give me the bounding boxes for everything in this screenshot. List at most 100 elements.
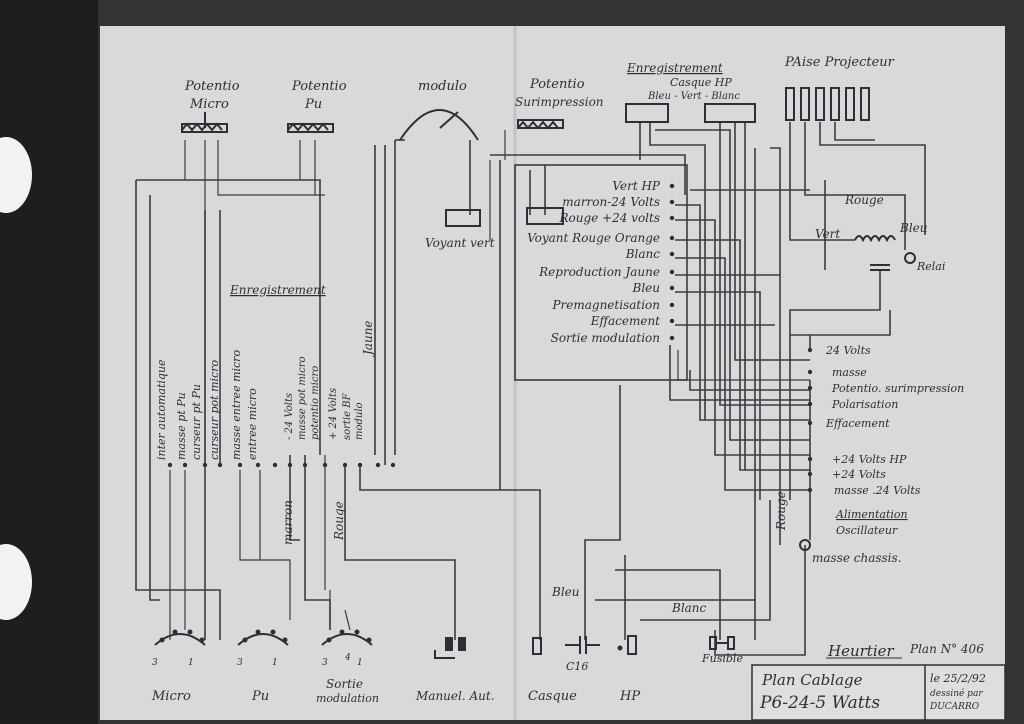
block-label-2: Rouge +24 volts — [558, 211, 660, 225]
pu-pin-1: 1 — [272, 658, 278, 668]
potentio-pu-label-2: Pu — [304, 97, 322, 112]
alim-label-6: +24 Volts — [832, 468, 886, 481]
sortie-pin-3: 3 — [322, 658, 328, 668]
vertical-left-label-1: masse pt Pu — [175, 392, 188, 460]
fusible-label: Fusible — [701, 652, 743, 665]
title-date: le 25/2/92 — [930, 672, 986, 685]
harness-terminal-dot — [357, 462, 363, 468]
enregistrement-left-label: Enregistrement — [229, 283, 326, 297]
bleu-vert-blanc-label: Bleu - Vert - Blanc — [647, 91, 740, 102]
relai-coil-symbol — [854, 235, 916, 271]
masse-chassis-label: masse chassis. — [812, 551, 902, 565]
binder-hole-top — [0, 137, 32, 213]
block-label-9: Sortie modulation — [551, 331, 660, 345]
alim-terminal-dot — [807, 487, 813, 493]
bleu-bottom-label: Bleu — [551, 585, 580, 599]
block-terminal-dot — [669, 183, 675, 189]
harness-terminal-dot — [255, 462, 261, 468]
alim-terminal-dot — [807, 385, 813, 391]
blanc-bottom-label: Blanc — [671, 601, 707, 615]
alim-label-2: Potentio. surimpression — [831, 382, 964, 395]
harness-terminal-dot — [237, 462, 243, 468]
block-label-5: Reproduction Jaune — [538, 265, 660, 279]
rouge-wire-label: Rouge — [844, 193, 884, 207]
potentio-pu-label-1: Potentio — [291, 79, 347, 94]
modulo-meter-symbol — [399, 109, 479, 141]
pu-jack-symbol — [237, 629, 289, 646]
enregistrement-top-label: Enregistrement — [626, 61, 723, 75]
sortie-modulation-jack-symbol — [321, 629, 373, 646]
signature: Heurtier — [827, 642, 894, 660]
enregistrement-connector — [625, 103, 669, 123]
relai-label: Relai — [916, 260, 945, 273]
marron-label: marron — [281, 500, 295, 545]
labels: Potentio Micro Potentio Pu modulo Potent… — [151, 55, 984, 705]
manuel-aut-switch-symbol — [434, 637, 466, 659]
vertical-mid-label-1: masse pot micro — [297, 356, 308, 440]
voyant-vert-label: Voyant vert — [425, 236, 495, 250]
wiring — [135, 122, 926, 656]
harness-terminal-dot — [287, 462, 293, 468]
modulo-label: modulo — [418, 79, 467, 94]
block-terminal-dot — [669, 302, 675, 308]
vertical-mid-label-4: sortie BF — [342, 392, 353, 440]
alim-label-0: 24 Volts — [825, 344, 871, 357]
plan-number: Plan N° 406 — [909, 642, 984, 656]
paise-projecteur-label: PAise Projecteur — [784, 55, 895, 70]
alim-label-5: +24 Volts HP — [832, 453, 907, 466]
pu-bottom-label: Pu — [251, 689, 269, 704]
rouge-right-label: Rouge — [774, 491, 788, 531]
block-terminal-dot — [669, 318, 675, 324]
masse-chassis-symbol — [799, 539, 811, 551]
alim-label-3: Polarisation — [831, 398, 898, 411]
micro-pin-3: 3 — [152, 658, 158, 668]
harness-terminal-dot — [217, 462, 223, 468]
title-model: P6-24-5 Watts — [759, 693, 880, 713]
vertical-mid-label-3: + 24 Volts — [328, 388, 339, 440]
vertical-left-label-4: masse entree micro — [230, 350, 243, 460]
block-terminal-dot — [669, 251, 675, 257]
potentio-micro-symbol — [181, 112, 228, 133]
block-terminal-dot — [669, 285, 675, 291]
harness-terminal-dot — [202, 462, 208, 468]
potentio-micro-label-1: Potentio — [184, 79, 240, 94]
block-label-0: Vert HP — [612, 179, 661, 193]
potentio-surimpression-symbol — [517, 119, 564, 130]
block-label-4: Blanc — [625, 247, 661, 261]
vertical-mid-label-2: potentio micro — [310, 366, 321, 440]
alim-terminal-dot — [807, 471, 813, 477]
block-label-8: Effacement — [590, 314, 660, 328]
micro-jack-symbol — [154, 629, 206, 646]
voyant-vert-lamp — [445, 209, 481, 227]
rouge-mid-label: Rouge — [332, 501, 346, 541]
casque-hp-label: Casque HP — [670, 76, 732, 89]
casque-jack-symbol — [532, 636, 600, 655]
harness-terminal-dot — [272, 462, 278, 468]
harness-terminal-dot — [182, 462, 188, 468]
alim-terminal-dot — [807, 347, 813, 353]
alim-label-8: Alimentation — [835, 508, 908, 521]
alim-label-7: masse .24 Volts — [834, 484, 921, 497]
block-terminal-dot — [669, 269, 675, 275]
vertical-left-label-3: curseur pot micro — [208, 360, 221, 460]
sortie-pin-4: 4 — [344, 653, 351, 663]
binder-hole-bottom — [0, 544, 32, 620]
paise-projecteur-terminals — [785, 87, 870, 121]
vertical-left-label-2: curseur pt Pu — [190, 384, 203, 460]
vertical-mid-label-0: - 24 Volts — [284, 393, 295, 440]
title-author: DUCARRO — [929, 702, 980, 712]
harness-terminal-dot — [342, 462, 348, 468]
potentio-micro-label-2: Micro — [189, 97, 229, 112]
alim-terminal-dot — [807, 456, 813, 462]
harness-terminal-dot — [302, 462, 308, 468]
block-label-3: Voyant Rouge Orange — [527, 231, 660, 245]
manuel-aut-bottom-label: Manuel. Aut. — [415, 689, 495, 703]
terminal-dots — [167, 183, 813, 493]
hp-jack-symbol — [617, 635, 637, 655]
vertical-mid-label-5: modulo — [354, 402, 365, 440]
vert-wire-label: Vert — [815, 227, 840, 241]
